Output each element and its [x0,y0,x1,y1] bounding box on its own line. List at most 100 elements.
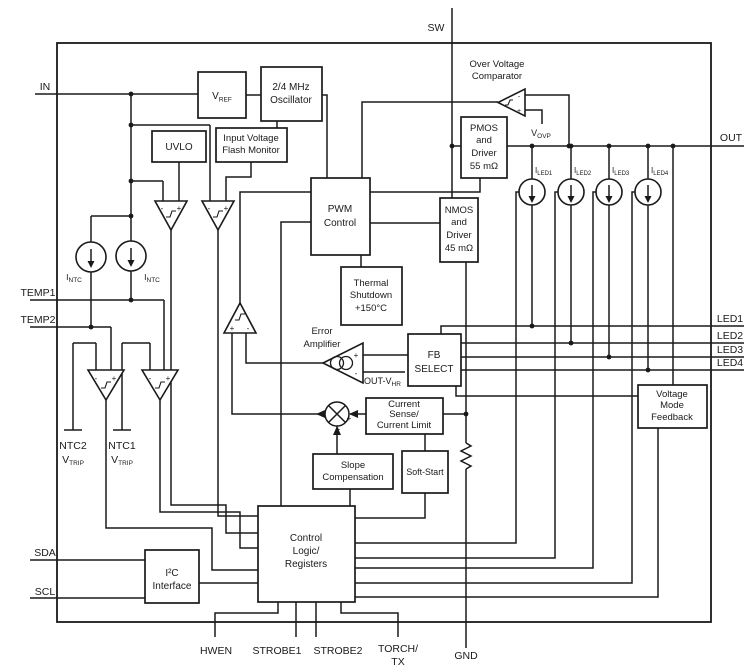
block-pmos-driver: PMOS and Driver 55 mΩ [460,116,508,179]
svg-text:ILED2: ILED2 [574,166,592,177]
block-uvlo: UVLO [151,130,207,163]
pin-label-scl: SCL [35,586,56,598]
comparator-flash-monitor: - + [200,200,236,232]
wire-vmf [355,146,674,598]
svg-text:Current: Current [388,399,420,410]
svg-text:INTC: INTC [144,272,160,284]
svg-text:Compensation: Compensation [322,472,383,483]
svg-text:Control: Control [324,218,356,229]
wire-iled-drops [531,146,649,370]
wire-bottom-pins [214,602,399,637]
ntc1-vtrip-label: NTC1 VTRIP [108,440,136,467]
svg-text:-: - [95,374,98,383]
pin-label-sw: SW [428,22,445,34]
arrow-into-summing [349,410,358,418]
svg-text:Error: Error [311,326,332,337]
svg-text:FB: FB [428,350,441,361]
svg-text:Driver: Driver [471,148,496,159]
comparator-pwm: + - [222,301,258,334]
arrow-slope-up [333,426,341,435]
pin-label-torch-tx: TORCH/ [378,643,418,655]
block-input-voltage-flash-monitor: Input Voltage Flash Monitor [215,127,288,163]
summing-node: + + [316,401,358,435]
wire-comparator-outputs [105,230,258,571]
wire-uvlo-ivfm [178,94,328,201]
svg-text:Logic/: Logic/ [293,546,320,557]
arrow-summing-output [316,410,325,418]
svg-text:Over Voltage: Over Voltage [470,59,525,70]
wire-temp-inputs [30,299,165,370]
svg-text:NMOS: NMOS [445,205,474,216]
pin-label-torch-tx2: TX [391,656,404,668]
comparator-uvlo: - + [153,200,189,232]
svg-text:Flash Monitor: Flash Monitor [222,145,280,156]
wire-vtrip-refs [64,342,151,431]
block-oscillator: 2/4 MHz Oscillator [260,66,323,122]
svg-text:+: + [177,204,182,213]
comparator-over-voltage: - + Over Voltage Comparator [470,59,526,118]
svg-text:ILED3: ILED3 [612,166,630,177]
svg-text:-: - [355,369,358,378]
svg-text:Registers: Registers [285,559,327,570]
wire-led-lines [440,325,744,371]
svg-text:+: + [166,374,171,383]
svg-text:Driver: Driver [446,230,471,241]
junction-dots [88,91,676,417]
block-control-logic: Control Logic/ Registers [257,505,356,603]
svg-text:UVLO: UVLO [165,142,192,153]
pin-label-out: OUT [720,132,743,144]
wire-i2c [30,559,258,599]
wire-sw [451,8,461,198]
wire-iled-controls [355,191,635,584]
svg-text:45 mΩ: 45 mΩ [445,243,473,254]
block-slope-compensation: Slope Compensation [312,453,394,490]
pin-label-temp2: TEMP2 [20,314,55,326]
svg-text:+: + [517,108,521,115]
vovp-label: VOVP [531,128,551,140]
svg-text:Current Limit: Current Limit [377,420,432,431]
block-vref: VREF [197,71,247,119]
hysteresis-icon [213,210,223,218]
svg-text:VREF: VREF [212,91,232,104]
svg-text:+: + [112,374,117,383]
svg-text:Input Voltage: Input Voltage [223,133,278,144]
svg-text:and: and [476,135,492,146]
current-source-intc2: INTC [66,241,107,284]
hysteresis-icon [155,381,165,389]
svg-text:-: - [518,94,521,101]
svg-text:+: + [354,351,359,360]
svg-text:Slope: Slope [341,460,365,471]
current-source-iled3: ILED3 [595,166,630,206]
pin-label-led2: LED2 [717,330,743,342]
pin-label-led3: LED3 [717,344,743,356]
block-voltage-mode-feedback: Voltage Mode Feedback [637,384,708,429]
svg-text:-: - [149,374,152,383]
pin-label-sda: SDA [34,547,56,559]
svg-text:55 mΩ: 55 mΩ [470,161,498,172]
pin-label-led1: LED1 [717,313,743,325]
svg-text:Shutdown: Shutdown [350,290,392,301]
svg-text:2/4 MHz: 2/4 MHz [272,82,309,93]
resistor [459,442,473,470]
current-source-iled4: ILED4 [634,166,669,206]
wire-ovc [361,94,570,178]
svg-text:I²C: I²C [165,568,178,579]
svg-text:PWM: PWM [328,204,352,215]
current-source-iled1: ILED1 [518,166,553,206]
block-current-sense: Current Sense/ Current Limit [365,397,444,435]
wire-pwm [239,178,481,506]
svg-text:NTC2: NTC2 [59,440,87,452]
svg-text:Feedback: Feedback [651,412,693,423]
svg-text:+: + [224,204,229,213]
svg-text:Interface: Interface [153,581,192,592]
hysteresis-icon [101,381,111,389]
svg-text:Thermal: Thermal [354,278,389,289]
comparator-ntc1: - + [140,369,180,402]
svg-text:Mode: Mode [660,400,684,411]
ntc2-vtrip-label: NTC2 VTRIP [59,440,87,467]
wires [30,8,744,648]
svg-text:ILED1: ILED1 [535,166,553,177]
svg-text:Sense/: Sense/ [389,409,419,420]
pin-label-temp1: TEMP1 [20,287,55,299]
